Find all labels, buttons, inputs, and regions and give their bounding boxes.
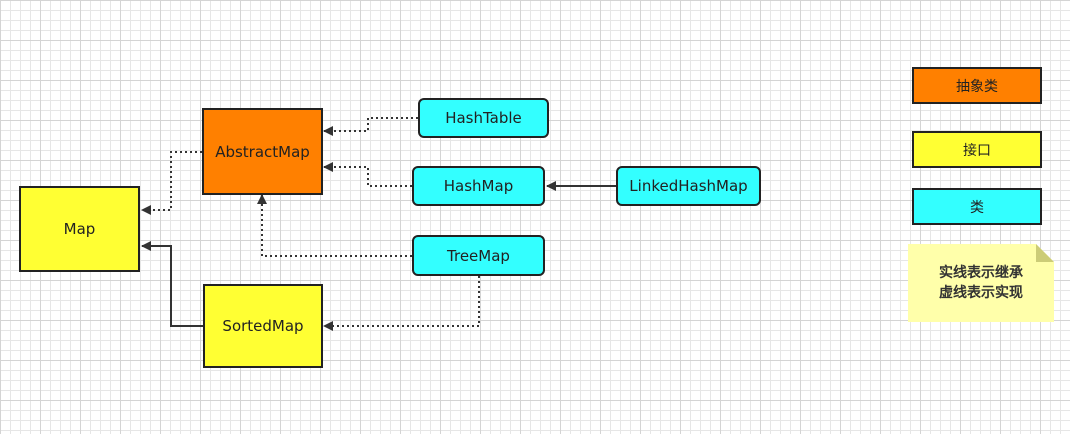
edge-abstractmap-map: [141, 151, 202, 215]
node-linkedhashmap-label: LinkedHashMap: [629, 177, 748, 195]
legend-note: 实线表示继承 虚线表示实现: [908, 244, 1054, 322]
node-sortedmap[interactable]: SortedMap: [203, 284, 323, 368]
node-map-label: Map: [63, 220, 96, 238]
legend-interface-label: 接口: [963, 142, 991, 159]
edge-sortedmap-map: [141, 241, 203, 327]
legend-abstract-class: 抽象类: [912, 67, 1042, 104]
node-abstractmap[interactable]: AbstractMap: [202, 108, 323, 195]
node-hashtable[interactable]: HashTable: [418, 98, 549, 138]
legend-class-label: 类: [970, 199, 984, 216]
note-shape: [908, 244, 1054, 322]
node-hashtable-label: HashTable: [445, 109, 522, 127]
node-sortedmap-label: SortedMap: [222, 317, 304, 335]
note-line-1: 实线表示继承: [939, 265, 1023, 281]
edge-hashtable-abstractmap: [323, 117, 418, 136]
legend-abstract-class-label: 抽象类: [956, 78, 998, 95]
node-abstractmap-label: AbstractMap: [215, 142, 310, 161]
legend-class: 类: [912, 188, 1042, 225]
node-map[interactable]: Map: [19, 186, 140, 272]
node-treemap[interactable]: TreeMap: [412, 235, 545, 276]
legend-interface: 接口: [912, 131, 1042, 168]
edge-hashmap-abstractmap: [323, 162, 412, 187]
note-line-2: 虚线表示实现: [939, 285, 1023, 301]
node-treemap-label: TreeMap: [447, 246, 510, 265]
node-linkedhashmap[interactable]: LinkedHashMap: [616, 166, 761, 206]
node-hashmap-label: HashMap: [443, 177, 514, 195]
edge-treemap-sortedmap: [323, 276, 480, 331]
edge-treemap-abstractmap: [257, 194, 412, 257]
node-hashmap[interactable]: HashMap: [412, 166, 545, 206]
